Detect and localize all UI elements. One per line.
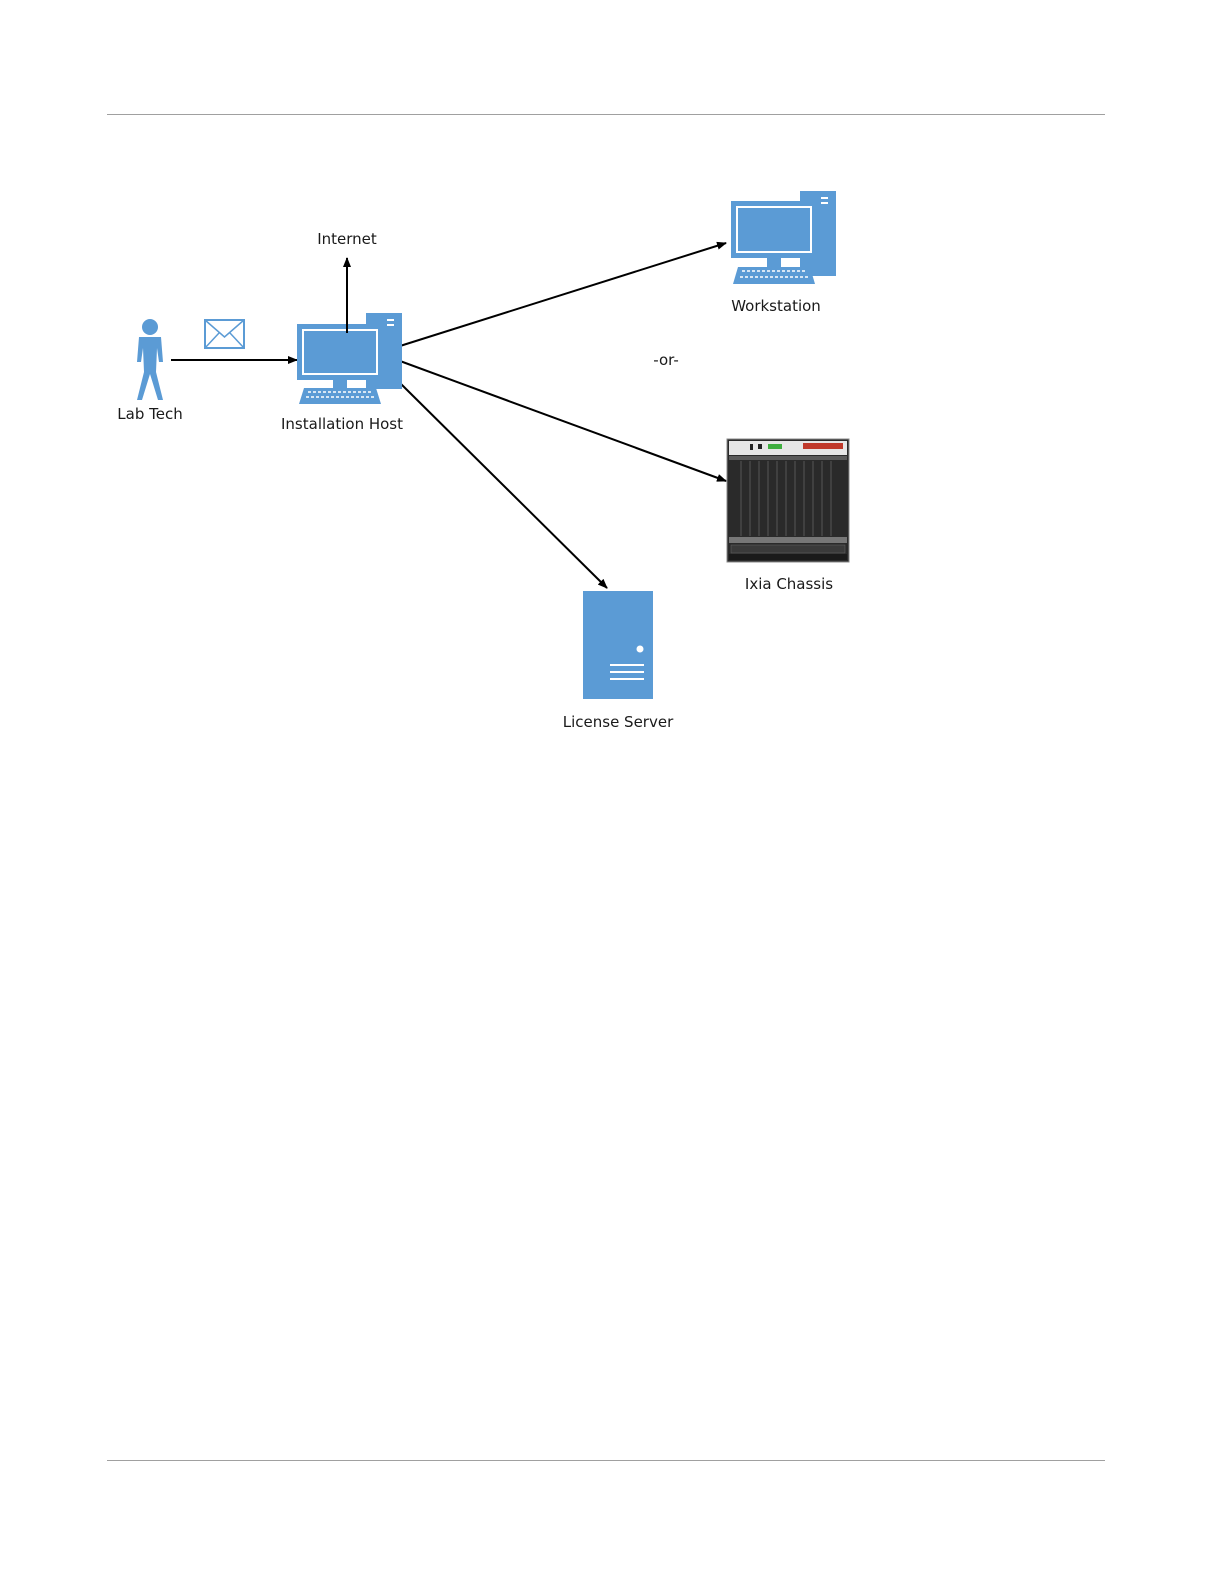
person-icon bbox=[137, 319, 163, 400]
workstation-label: Workstation bbox=[731, 297, 821, 315]
arrow-host-to-workstation bbox=[400, 243, 726, 346]
ixia-chassis-label: Ixia Chassis bbox=[745, 575, 833, 593]
desktop-computer-icon bbox=[297, 313, 402, 404]
installation-host-label: Installation Host bbox=[281, 415, 403, 433]
lab-tech-label: Lab Tech bbox=[117, 405, 182, 423]
desktop-computer-icon bbox=[731, 191, 836, 284]
arrow-host-to-license-server bbox=[400, 383, 607, 588]
or-separator: -or- bbox=[653, 351, 679, 369]
server-icon bbox=[583, 591, 653, 699]
chassis-icon bbox=[727, 439, 849, 562]
arrow-host-to-chassis bbox=[400, 361, 726, 481]
internet-label: Internet bbox=[317, 230, 377, 248]
license-server-label: License Server bbox=[563, 713, 674, 731]
envelope-icon bbox=[205, 320, 244, 348]
